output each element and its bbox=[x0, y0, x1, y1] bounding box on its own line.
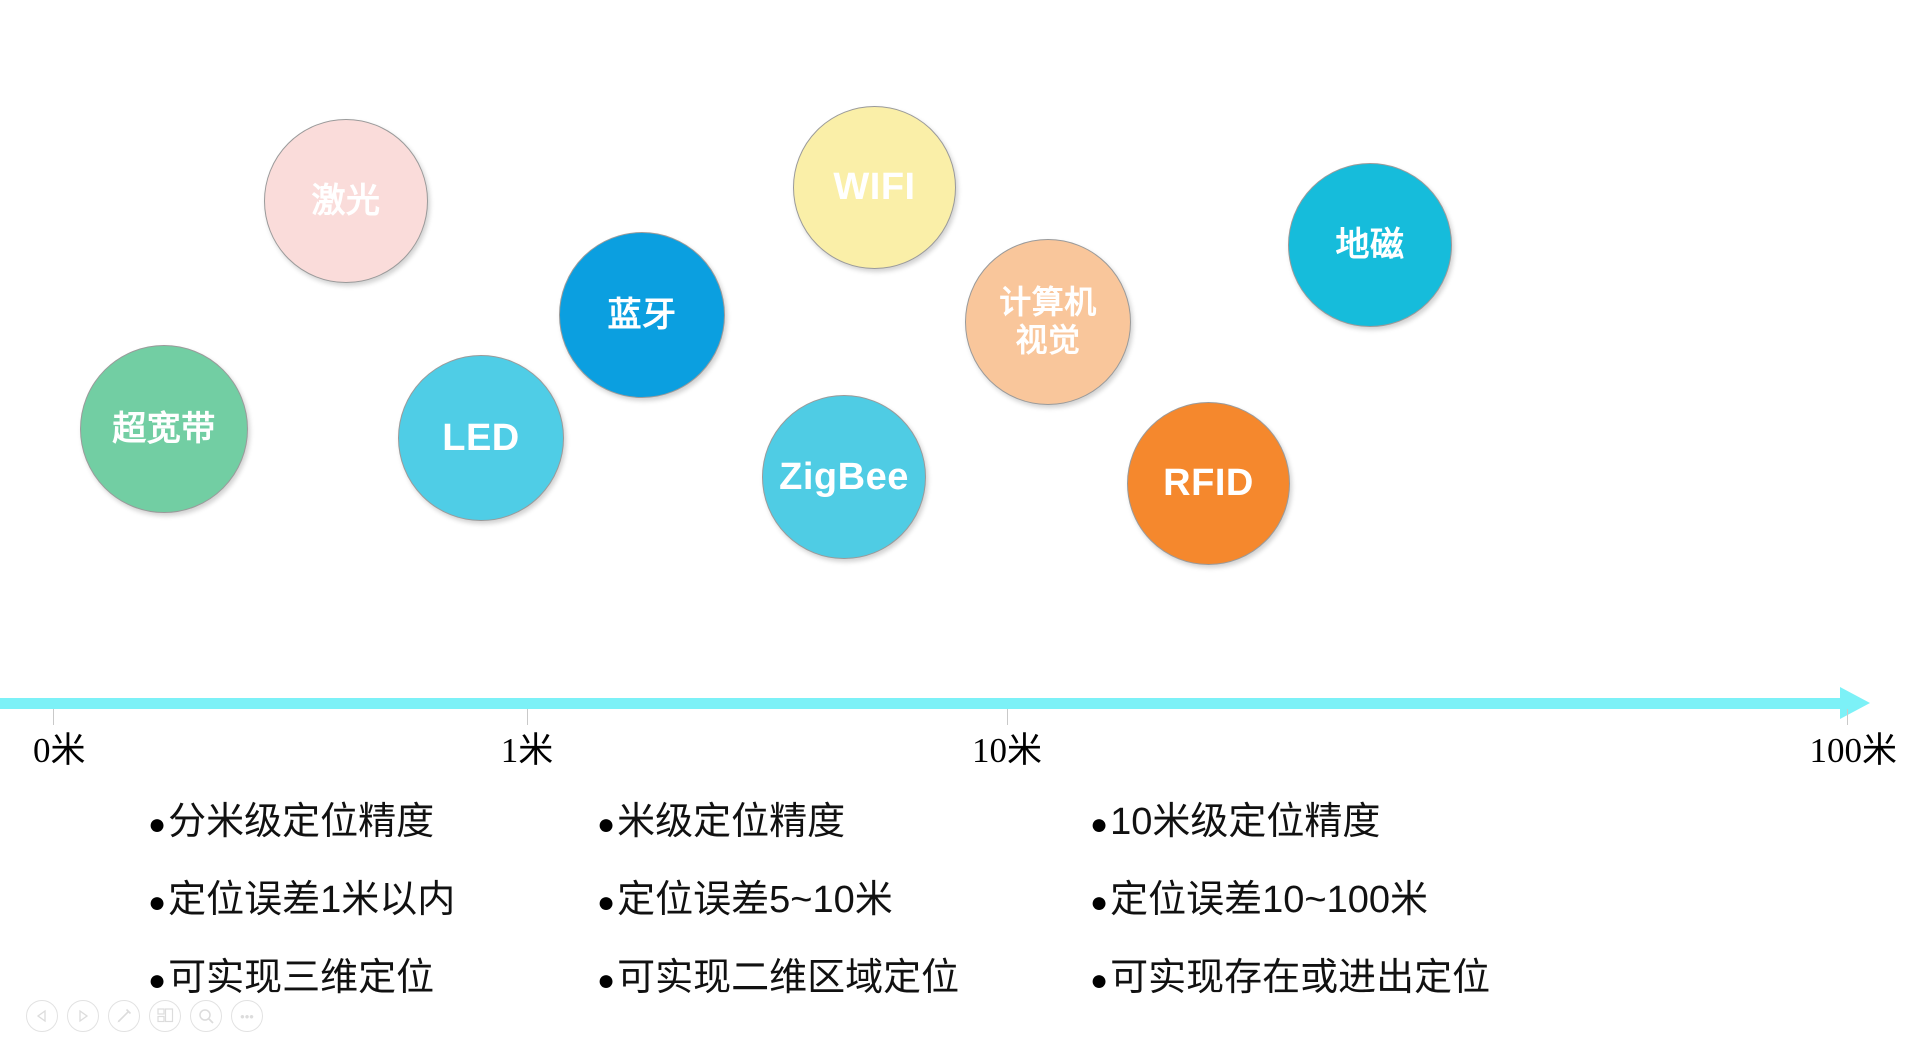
bubble-label: WIFI bbox=[833, 166, 916, 209]
bullet-column-decimeter-level: ●分米级定位精度●定位误差1米以内●可实现三维定位 bbox=[148, 790, 455, 1024]
bubble-rfid: RFID bbox=[1127, 402, 1290, 565]
bullet-item: ●米级定位精度 bbox=[597, 790, 959, 845]
axis-tick bbox=[53, 709, 54, 725]
bubble-label: 计算机 视觉 bbox=[999, 284, 1097, 358]
bullet-dot-icon: ● bbox=[1090, 886, 1109, 919]
bullet-text: 定位误差10~100米 bbox=[1110, 879, 1428, 921]
triangle-left-icon bbox=[36, 1009, 46, 1023]
bullet-text: 可实现存在或进出定位 bbox=[1110, 957, 1491, 999]
ellipsis-icon: ••• bbox=[240, 1008, 254, 1024]
bubble-label: 蓝牙 bbox=[607, 295, 677, 334]
bullet-item: ●定位误差10~100米 bbox=[1090, 868, 1490, 923]
bullet-item: ●可实现三维定位 bbox=[148, 946, 455, 1001]
bullet-dot-icon: ● bbox=[148, 964, 167, 997]
bubble-wifi: WIFI bbox=[793, 106, 956, 269]
bullet-dot-icon: ● bbox=[597, 808, 616, 841]
previous-slide-button[interactable] bbox=[26, 1000, 58, 1032]
axis-tick bbox=[527, 709, 528, 725]
bubble-led: LED bbox=[398, 355, 564, 521]
axis-arrow-head bbox=[1840, 687, 1870, 719]
axis-tick-label: 10米 bbox=[971, 731, 1043, 770]
next-slide-button[interactable] bbox=[67, 1000, 99, 1032]
pen-icon bbox=[117, 1008, 132, 1023]
axis-tick bbox=[1847, 709, 1848, 725]
bubble-bluetooth: 蓝牙 bbox=[559, 232, 725, 398]
scale-axis bbox=[0, 687, 1913, 730]
bubble-cv: 计算机 视觉 bbox=[965, 239, 1131, 405]
bullet-item: ●定位误差1米以内 bbox=[148, 868, 455, 923]
bullet-text: 10米级定位精度 bbox=[1110, 801, 1381, 843]
bubble-uwb: 超宽带 bbox=[80, 345, 248, 513]
axis-line bbox=[0, 698, 1844, 709]
pen-tool-button[interactable] bbox=[108, 1000, 140, 1032]
bubble-zigbee: ZigBee bbox=[762, 395, 926, 559]
bullet-dot-icon: ● bbox=[148, 808, 167, 841]
bullet-item: ●可实现存在或进出定位 bbox=[1090, 946, 1490, 1001]
axis-tick-label: 1米 bbox=[500, 731, 554, 770]
bubble-label: 超宽带 bbox=[112, 409, 216, 448]
bubble-geomagnetic: 地磁 bbox=[1288, 163, 1452, 327]
axis-tick bbox=[1007, 709, 1008, 725]
bullet-item: ●定位误差5~10米 bbox=[597, 868, 959, 923]
more-options-button[interactable]: ••• bbox=[231, 1000, 263, 1032]
slide-overview-button[interactable] bbox=[149, 1000, 181, 1032]
bubble-label: LED bbox=[442, 416, 520, 459]
bubble-label: RFID bbox=[1163, 462, 1254, 505]
magnifier-icon bbox=[198, 1008, 214, 1024]
presentation-toolbar[interactable]: ••• bbox=[26, 1000, 263, 1032]
bullet-dot-icon: ● bbox=[1090, 808, 1109, 841]
bullet-dot-icon: ● bbox=[597, 964, 616, 997]
bubble-label: 激光 bbox=[311, 181, 381, 220]
bubble-label: 地磁 bbox=[1335, 225, 1405, 264]
bullet-text: 米级定位精度 bbox=[617, 801, 846, 843]
bullet-text: 定位误差5~10米 bbox=[617, 879, 893, 921]
bullet-text: 可实现二维区域定位 bbox=[617, 957, 960, 999]
zoom-tool-button[interactable] bbox=[190, 1000, 222, 1032]
bubble-label: ZigBee bbox=[779, 455, 909, 498]
bullet-text: 分米级定位精度 bbox=[168, 801, 435, 843]
bullet-text: 可实现三维定位 bbox=[168, 957, 435, 999]
bullet-text: 定位误差1米以内 bbox=[168, 879, 456, 921]
bullet-item: ●分米级定位精度 bbox=[148, 790, 455, 845]
bullet-dot-icon: ● bbox=[148, 886, 167, 919]
bubble-laser: 激光 bbox=[264, 119, 428, 283]
axis-tick-label: 100米 bbox=[1809, 731, 1897, 770]
triangle-right-icon bbox=[79, 1009, 89, 1023]
bullet-dot-icon: ● bbox=[1090, 964, 1109, 997]
bullet-item: ●10米级定位精度 bbox=[1090, 790, 1490, 845]
bullet-column-ten-meter-level: ●10米级定位精度●定位误差10~100米●可实现存在或进出定位 bbox=[1090, 790, 1490, 1024]
axis-tick-label: 0米 bbox=[33, 731, 86, 770]
grid-icon bbox=[156, 1007, 173, 1022]
bullet-item: ●可实现二维区域定位 bbox=[597, 946, 959, 1001]
bullet-column-meter-level: ●米级定位精度●定位误差5~10米●可实现二维区域定位 bbox=[597, 790, 959, 1024]
bullet-dot-icon: ● bbox=[597, 886, 616, 919]
